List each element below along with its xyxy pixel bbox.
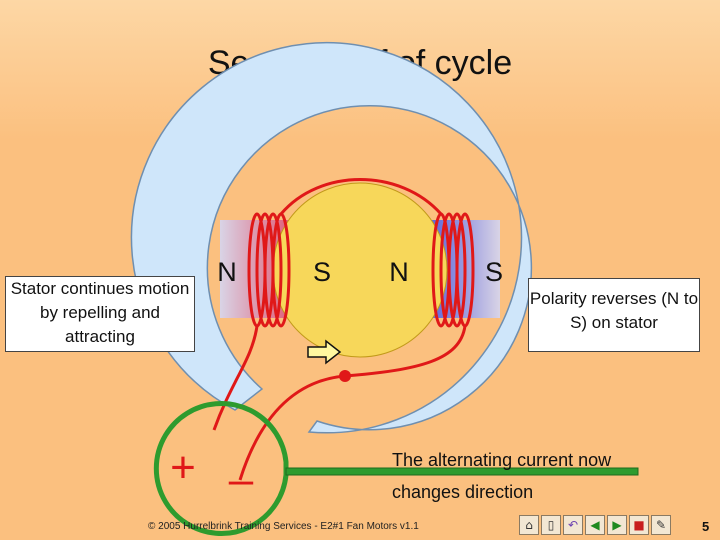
callout-stator-motion: Stator continues motion by repelling and…: [5, 276, 195, 352]
terminal-minus: –: [229, 455, 254, 504]
direction-arrow: [307, 339, 342, 365]
callout-polarity: Polarity reverses (N to S) on stator: [528, 278, 700, 352]
supply-wire: [153, 401, 289, 536]
footer-copyright: © 2005 Hurrelbrink Training Services - E…: [148, 521, 419, 532]
stop-icon[interactable]: ■: [629, 515, 649, 535]
stator-pole-left-label: N: [217, 257, 237, 287]
pencil-icon[interactable]: ✎: [651, 515, 671, 535]
page-icon[interactable]: ▯: [541, 515, 561, 535]
next-icon[interactable]: ▶: [607, 515, 627, 535]
page-number: 5: [702, 519, 710, 534]
caption-line-1: The alternating current now: [392, 450, 612, 470]
supply-line: [285, 467, 639, 476]
rotor-pole-right-label: N: [389, 257, 409, 287]
home-icon[interactable]: ⌂: [519, 515, 539, 535]
terminal-plus: +: [170, 443, 196, 492]
stator-ring: [130, 42, 533, 434]
slide-nav-bar: ⌂ ▯ ↶ ◀ ▶ ■ ✎: [519, 515, 671, 537]
junction-dot: [339, 370, 351, 382]
undo-icon[interactable]: ↶: [563, 515, 583, 535]
lead-wire-left: [212, 325, 259, 431]
callout-polarity-text: Polarity reverses (N to S) on stator: [529, 289, 699, 332]
stator-pole-right-label: S: [485, 257, 503, 287]
rotor-pole-left-label: S: [313, 257, 331, 287]
rotor: [272, 182, 448, 358]
prev-icon[interactable]: ◀: [585, 515, 605, 535]
caption-line-2: changes direction: [392, 482, 534, 502]
coil-link-wire: [279, 178, 443, 215]
